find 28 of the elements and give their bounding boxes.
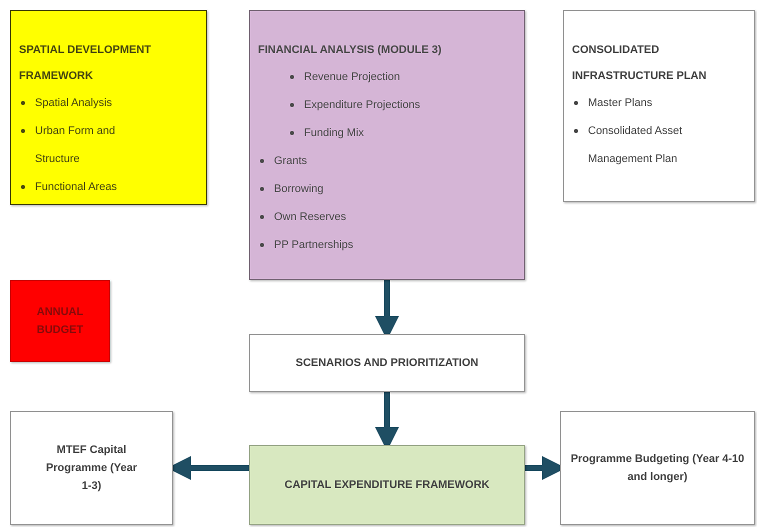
process-box	[560, 411, 755, 525]
bullet-item: Expenditure Projections	[304, 98, 420, 113]
box-label: Programme Budgeting (Year 4-10 and longer)	[570, 452, 746, 485]
process-box	[249, 445, 525, 525]
bullet-item: Functional Areas	[35, 180, 117, 195]
box-label: CAPITAL EXPENDITURE FRAMEWORK	[284, 478, 490, 493]
bullet-item: Revenue Projection	[304, 70, 400, 85]
bullet-item: PP Partnerships	[274, 238, 354, 253]
bullet-item: Urban Form and Structure	[35, 124, 116, 167]
bullet-item: Consolidated Asset Management Plan	[588, 124, 684, 167]
bullet-item: Borrowing	[274, 182, 324, 197]
text-box	[249, 10, 525, 280]
box-label: SCENARIOS AND PRIORITIZATION	[296, 356, 478, 371]
box-heading: SPATIAL DEVELOPMENT FRAMEWORK	[19, 43, 152, 84]
box-heading: FINANCIAL ANALYSIS (MODULE 3)	[258, 43, 442, 58]
box-label: MTEF Capital Programme (Year 1-3)	[44, 443, 138, 494]
process-box	[10, 411, 173, 525]
process-box	[10, 280, 110, 362]
box-heading: CONSOLIDATED INFRASTRUCTURE PLAN	[572, 43, 708, 84]
bullet-item: Spatial Analysis	[35, 96, 112, 111]
box-label: ANNUAL BUDGET	[36, 305, 84, 338]
text-box	[563, 10, 755, 202]
bullet-item: Grants	[274, 154, 308, 169]
bullet-item: Own Reserves	[274, 210, 346, 225]
text-box	[10, 10, 207, 205]
process-box	[249, 334, 525, 392]
bullet-item: Funding Mix	[304, 126, 364, 141]
bullet-item: Master Plans	[588, 96, 652, 111]
